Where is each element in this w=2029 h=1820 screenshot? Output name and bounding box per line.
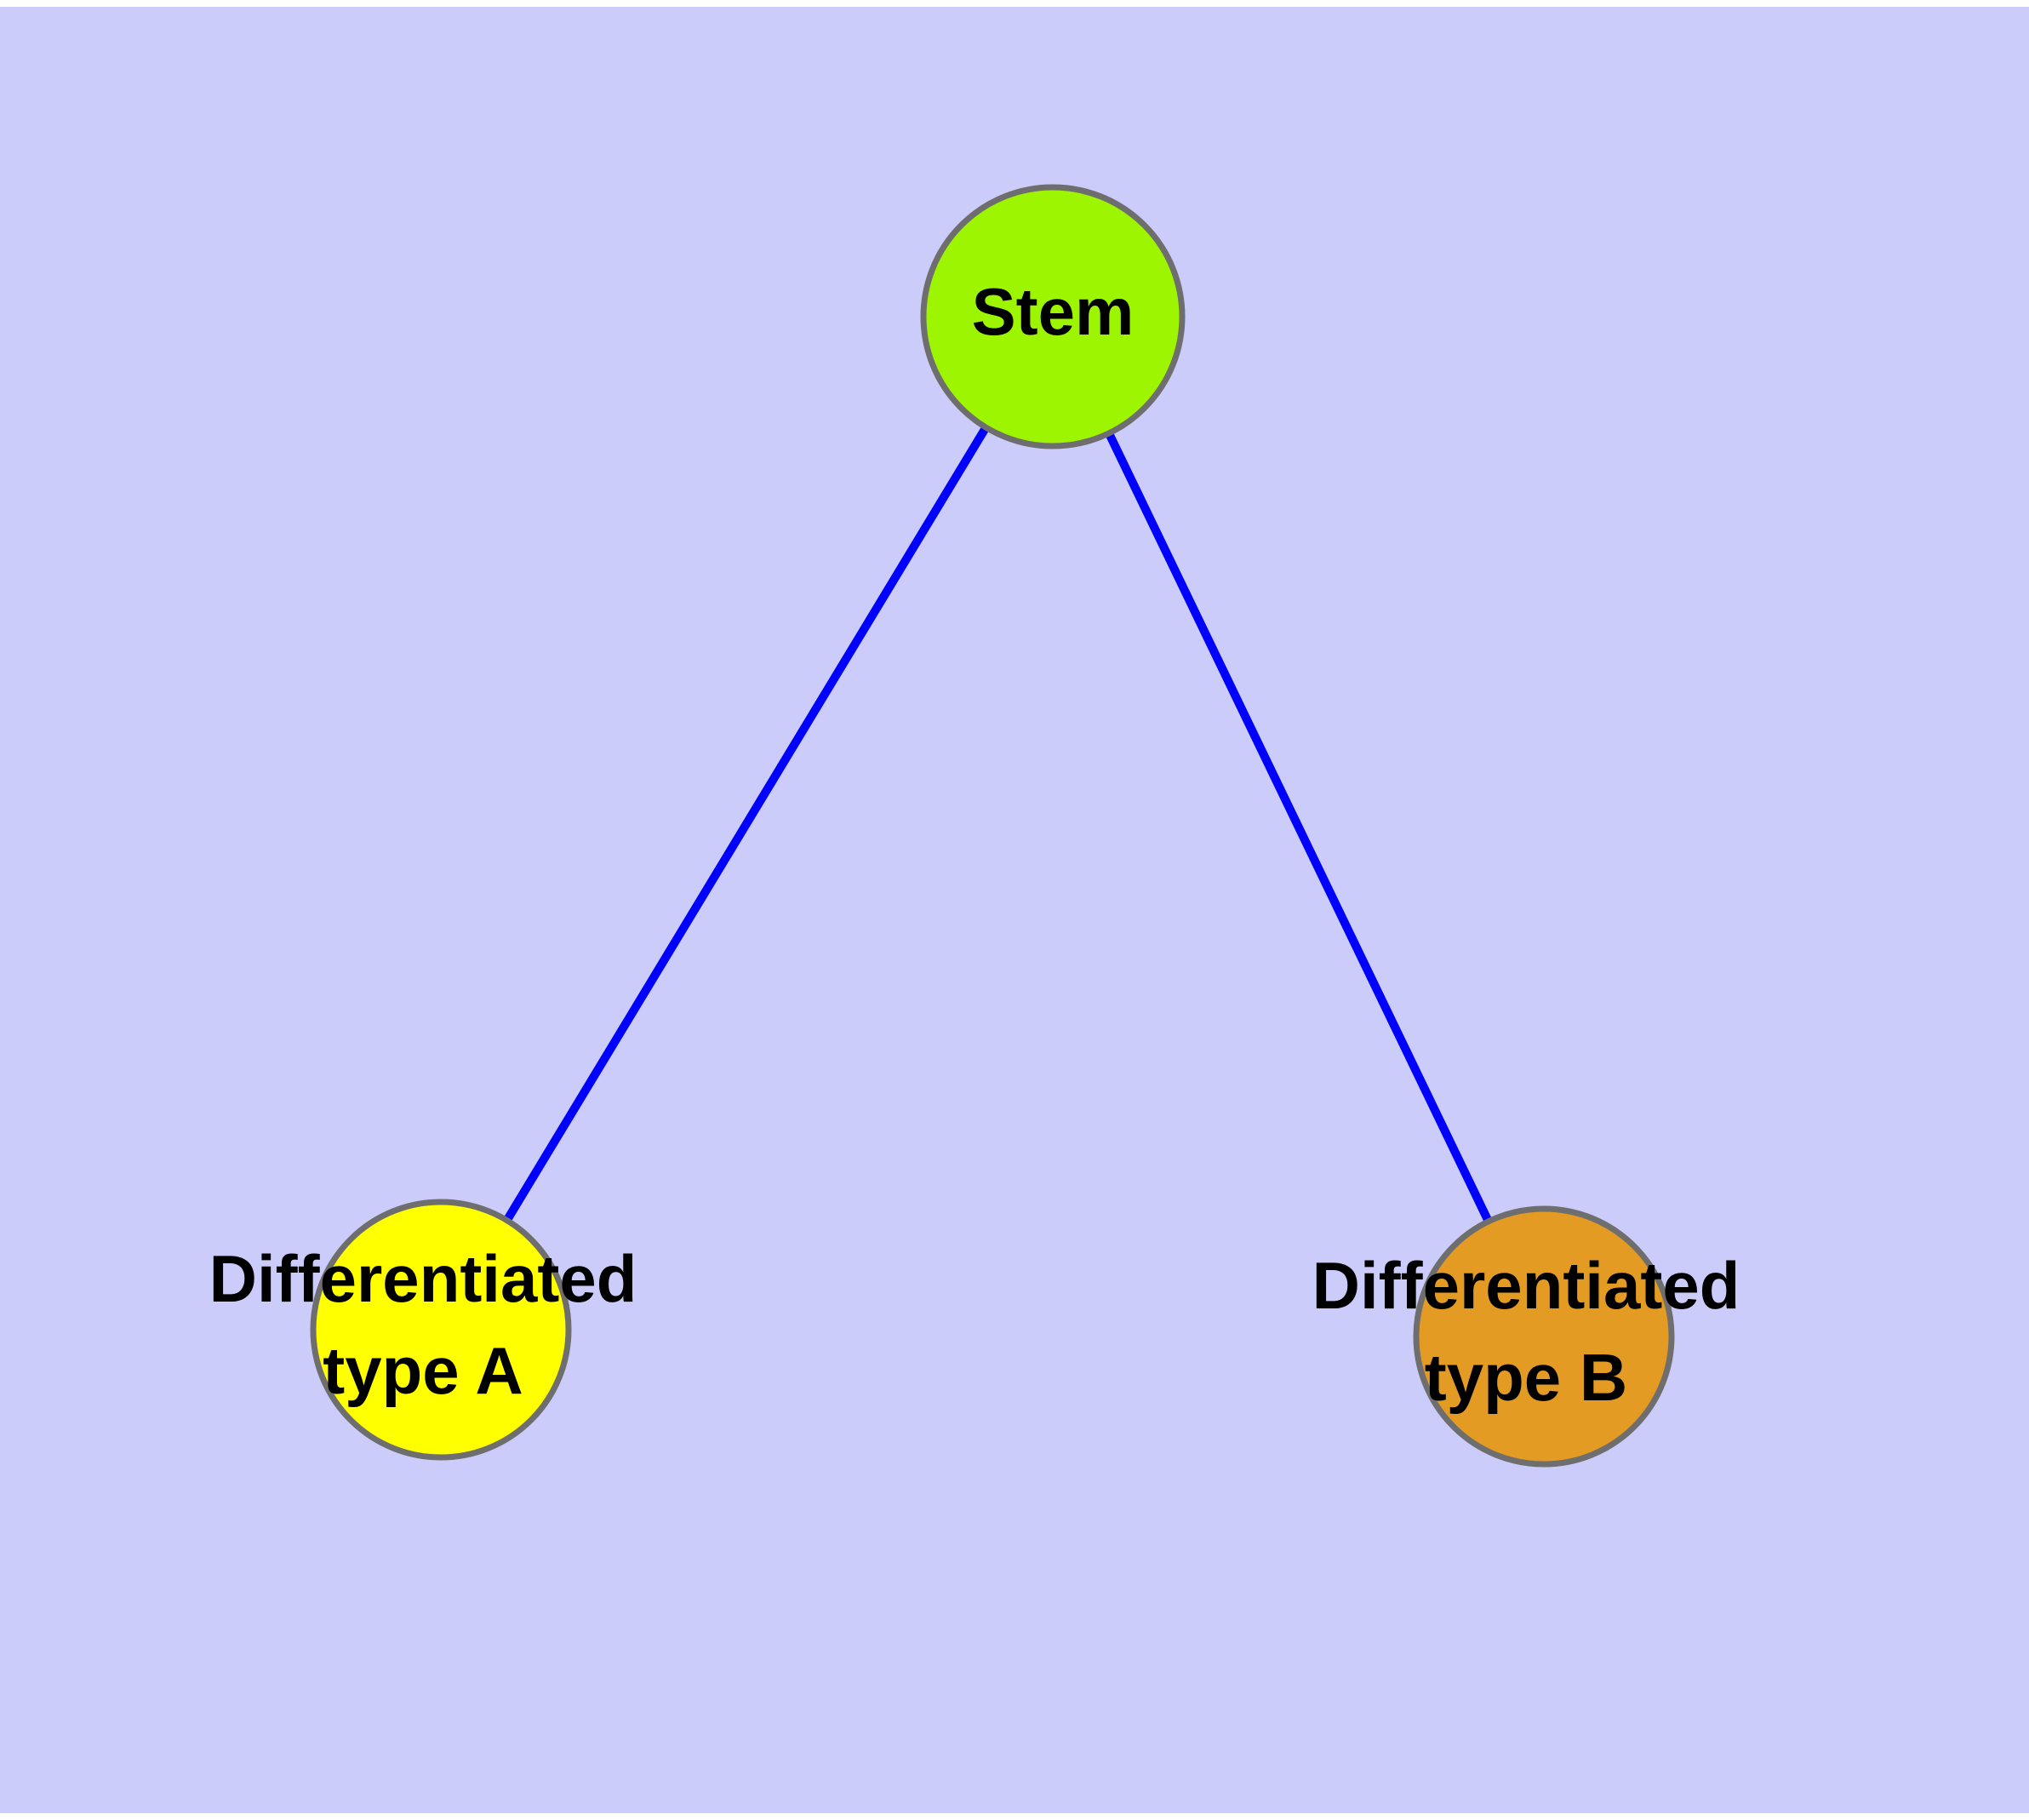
node-diff_b[interactable] [1413, 1205, 1675, 1468]
node-stem[interactable] [920, 184, 1186, 449]
node-label-line: Differentiated [1312, 1248, 1740, 1323]
node-diff_a[interactable] [310, 1199, 572, 1461]
node-label-line: Differentiated [209, 1241, 637, 1316]
nodes-layer [310, 184, 1675, 1468]
node-label-line: type B [1425, 1339, 1627, 1414]
node-label-stem: Stem [972, 274, 1135, 349]
edge-stem-diff-a[interactable] [437, 314, 1057, 1332]
node-label-diff_a: Differentiated type A [209, 1241, 637, 1408]
node-label-line: type A [323, 1332, 523, 1407]
edge-stem-diff-b[interactable] [1049, 314, 1548, 1339]
node-label-line: Stem [972, 274, 1135, 349]
node-label-diff_b: Differentiated type B [1312, 1248, 1740, 1415]
edges-layer [437, 314, 1548, 1339]
